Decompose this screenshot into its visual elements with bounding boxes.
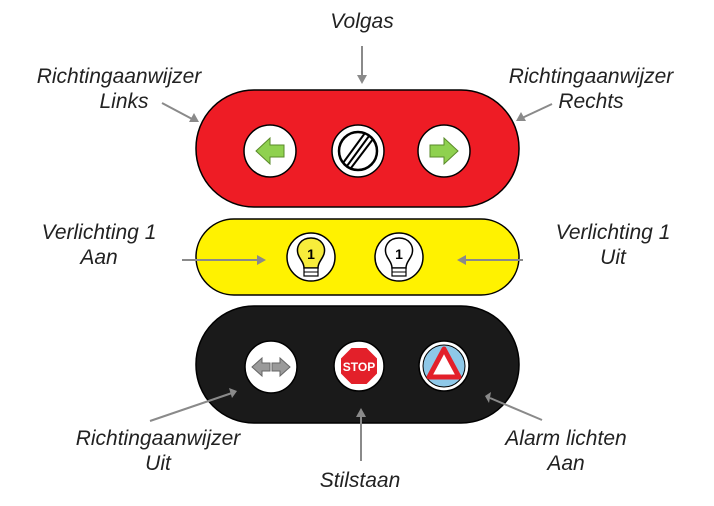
pointer-rechts bbox=[521, 103, 553, 119]
arrow-left-icon bbox=[255, 136, 285, 166]
pointer-hazard bbox=[489, 397, 543, 421]
label-stop: Stilstaan bbox=[319, 469, 401, 492]
label-right-indicator: Richtingaanwijzer Rechts bbox=[508, 65, 674, 113]
svg-text:1: 1 bbox=[307, 246, 315, 262]
bulb-on-icon: 1 bbox=[296, 237, 326, 277]
stop-text: STOP bbox=[343, 360, 375, 374]
label-indicator-off: Richtingaanwijzer Uit bbox=[75, 427, 241, 475]
label-light-off: Verlichting 1 Uit bbox=[555, 221, 671, 269]
light-off-button[interactable]: 1 bbox=[374, 232, 424, 282]
warning-triangle-icon bbox=[426, 346, 462, 380]
panel-yellow bbox=[195, 218, 520, 296]
stop-button[interactable]: STOP bbox=[333, 340, 385, 392]
bulb-off-icon: 1 bbox=[384, 237, 414, 277]
pointer-links bbox=[161, 102, 195, 121]
both-arrows-gray-icon bbox=[251, 356, 291, 378]
end-of-restriction-icon bbox=[337, 130, 379, 172]
arrow-right-icon bbox=[429, 136, 459, 166]
left-indicator-button[interactable] bbox=[243, 124, 297, 178]
hazard-button[interactable] bbox=[418, 340, 470, 392]
volgas-button[interactable] bbox=[331, 124, 385, 178]
light-on-button[interactable]: 1 bbox=[286, 232, 336, 282]
label-left-indicator: Richtingaanwijzer Links bbox=[36, 65, 202, 113]
svg-text:1: 1 bbox=[395, 246, 403, 262]
stop-sign-icon bbox=[339, 346, 379, 386]
arrowhead-volgas bbox=[357, 75, 367, 84]
label-hazard-on: Alarm lichten Aan bbox=[505, 427, 627, 475]
right-indicator-button[interactable] bbox=[417, 124, 471, 178]
pointer-indicator-off bbox=[149, 392, 233, 422]
label-volgas: Volgas bbox=[330, 10, 394, 33]
pointer-arrows bbox=[149, 46, 553, 461]
label-light-on: Verlichting 1 Aan bbox=[41, 221, 157, 269]
indicator-off-button[interactable] bbox=[244, 340, 298, 394]
